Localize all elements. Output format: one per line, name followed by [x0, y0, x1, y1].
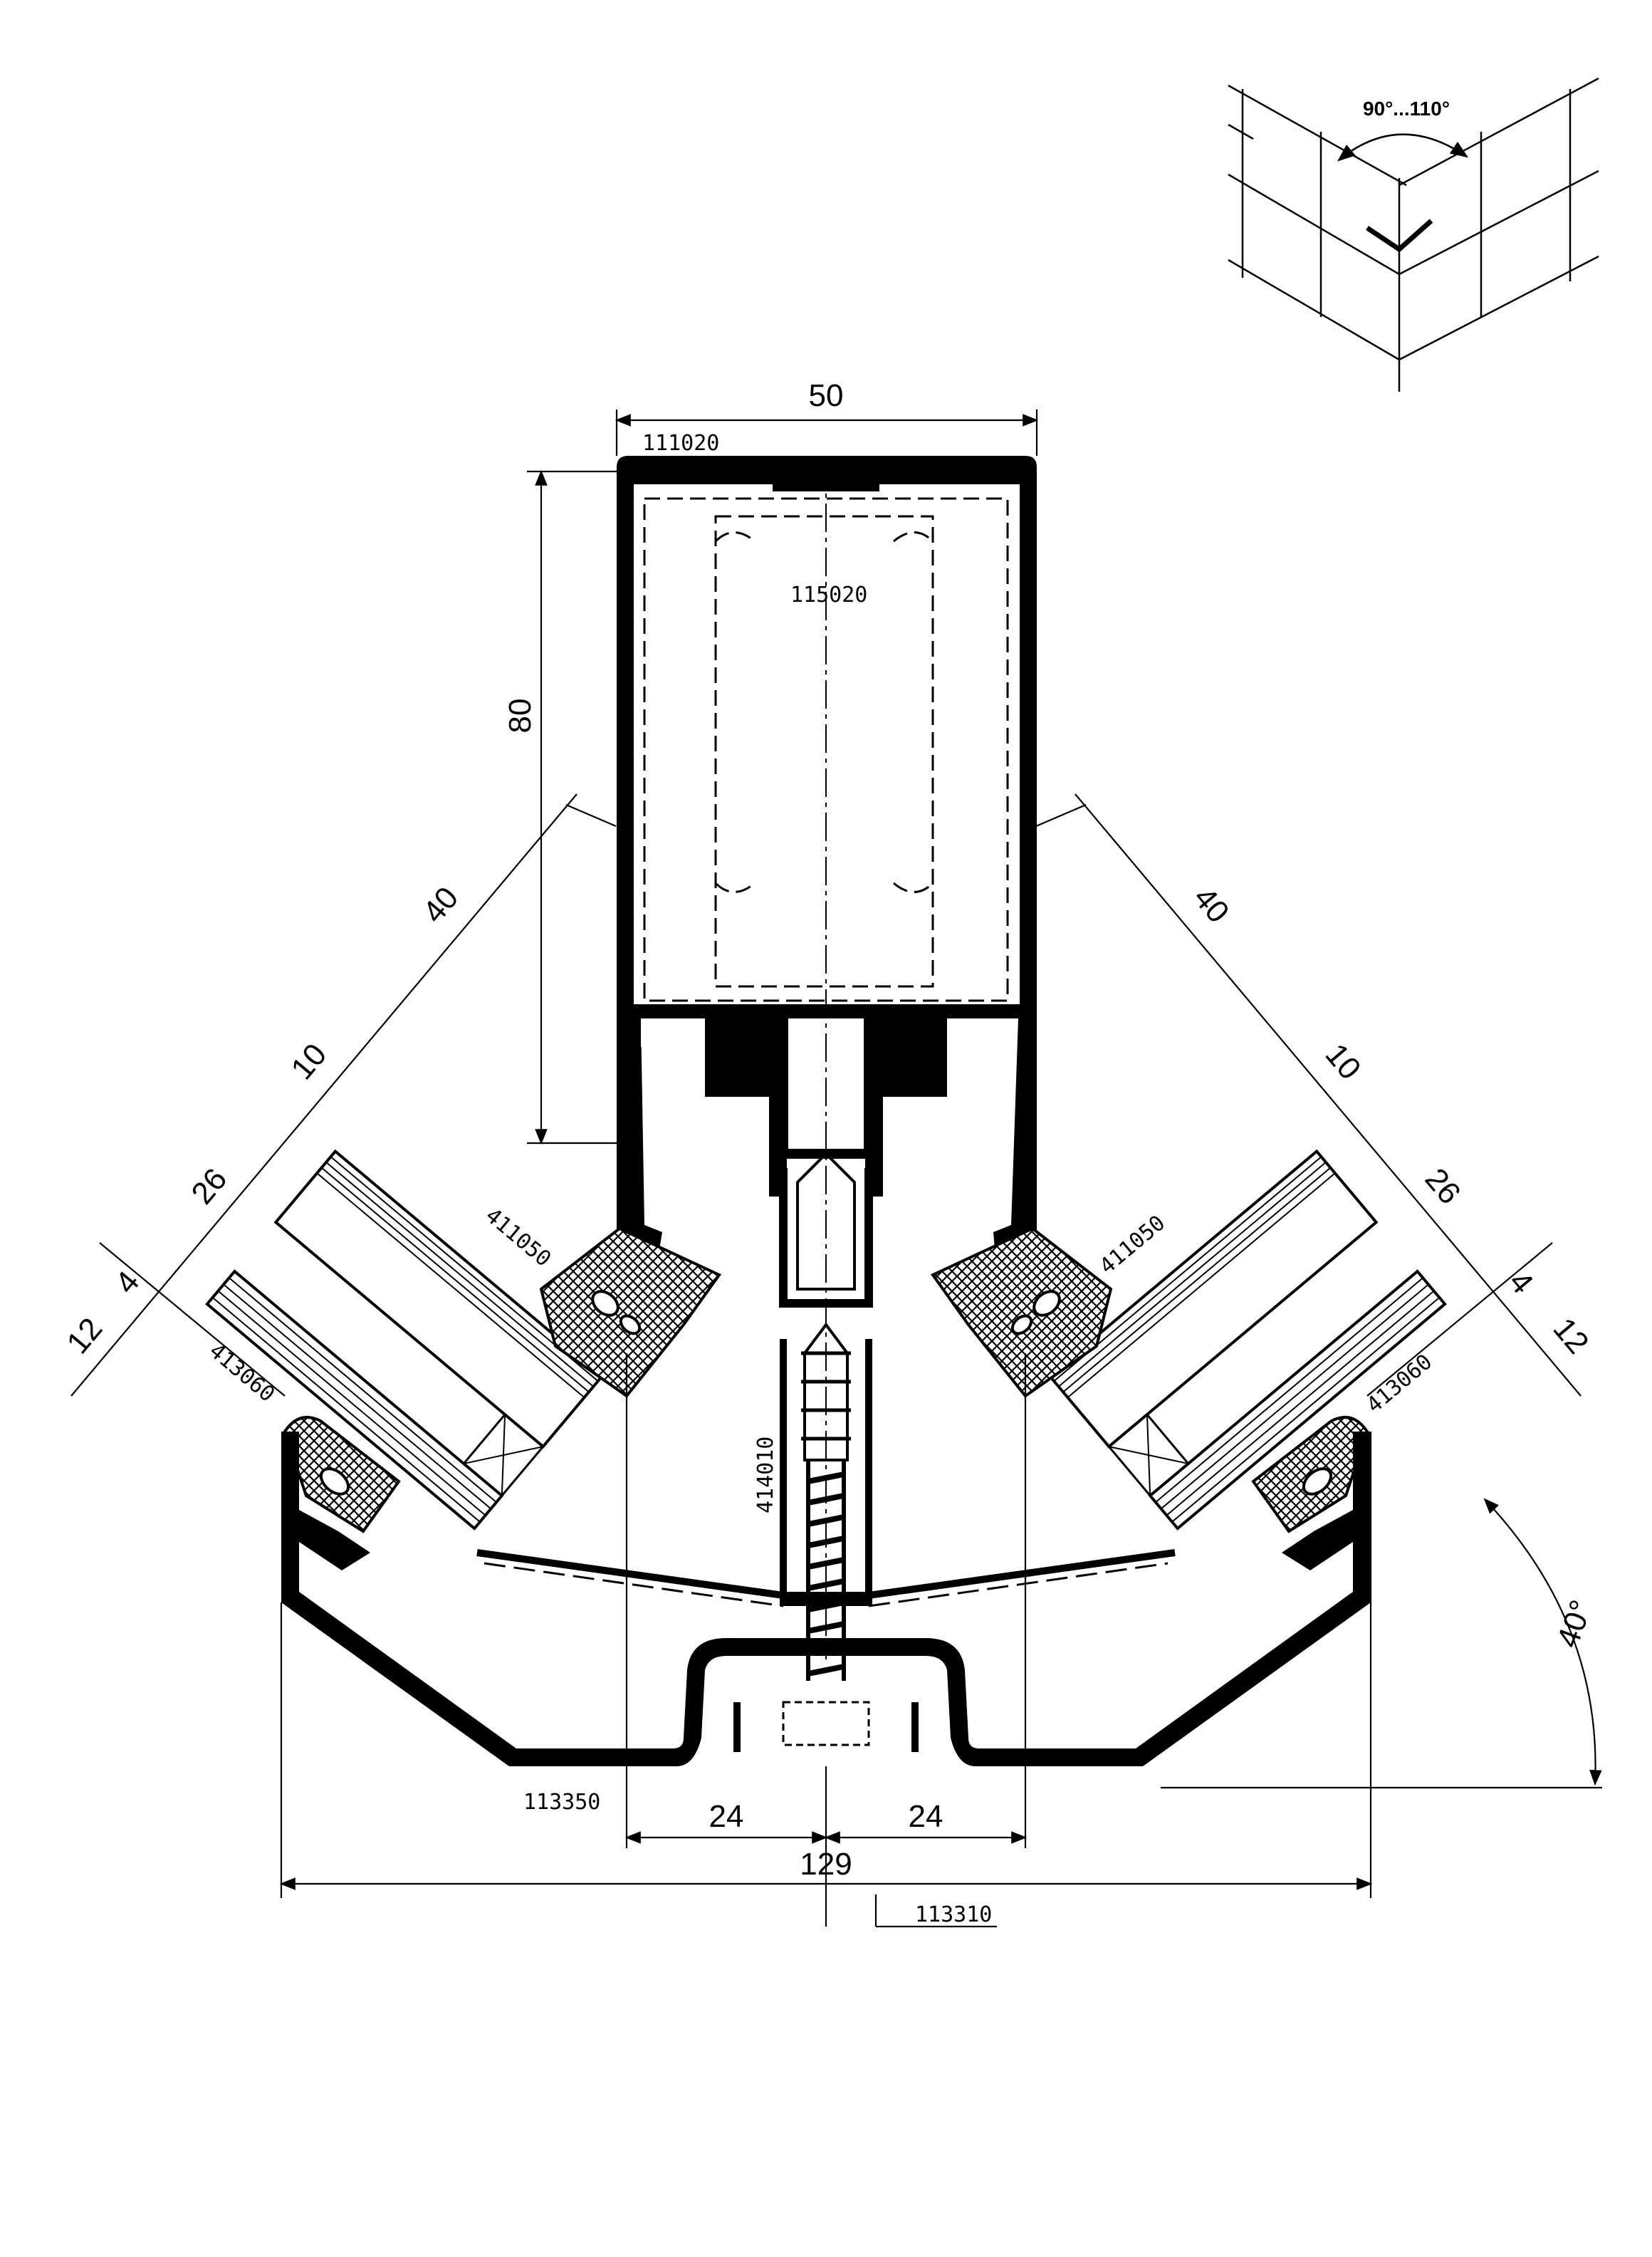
pressure-plate [476, 1549, 1176, 1607]
dim-bottom-left-24: 24 [709, 1799, 744, 1834]
dim-right-10: 10 [1319, 1037, 1368, 1086]
dim-bottom-right-24: 24 [909, 1799, 943, 1834]
dim-width-50: 50 [809, 378, 844, 413]
dim-left-10: 10 [284, 1037, 333, 1086]
dim-left-40: 40 [416, 880, 465, 929]
seal-right [1251, 1416, 1369, 1533]
gasket-left [539, 1226, 722, 1398]
label-seal-left: 413060 [204, 1338, 280, 1407]
glass-unit-left [205, 1149, 605, 1531]
glass-unit-right [1047, 1149, 1447, 1531]
dim-left-12: 12 [60, 1311, 109, 1360]
seal-left [283, 1416, 401, 1533]
label-seal-right: 413060 [1362, 1350, 1438, 1418]
dim-angle-40: 40° [1550, 1595, 1599, 1652]
inset-angle-label: 90°...110° [1363, 98, 1450, 120]
screw-assembly [779, 1152, 873, 1681]
label-cover-bottom: 113310 [915, 1902, 992, 1927]
dim-left-26: 26 [184, 1162, 234, 1211]
corner-inset-sketch [1228, 77, 1599, 392]
dim-right-26: 26 [1418, 1162, 1468, 1211]
label-gasket-right: 411050 [1095, 1211, 1171, 1279]
dim-right-40: 40 [1187, 880, 1236, 929]
dimension-lines [70, 410, 1602, 1928]
dim-height-80: 80 [503, 699, 538, 734]
dim-overall-129: 129 [800, 1847, 852, 1882]
gasket-right [930, 1226, 1113, 1398]
label-mullion: 111020 [642, 431, 719, 456]
label-cover-left: 113350 [523, 1790, 600, 1815]
label-screw: 414010 [753, 1437, 778, 1513]
dim-right-12: 12 [1547, 1311, 1596, 1360]
label-insert: 115020 [790, 583, 867, 608]
dim-left-4: 4 [108, 1265, 146, 1300]
label-gasket-left: 411050 [481, 1203, 556, 1271]
cover-profile [281, 1432, 1371, 1766]
dim-right-4: 4 [1502, 1265, 1539, 1300]
insert-profile [643, 497, 1009, 1002]
